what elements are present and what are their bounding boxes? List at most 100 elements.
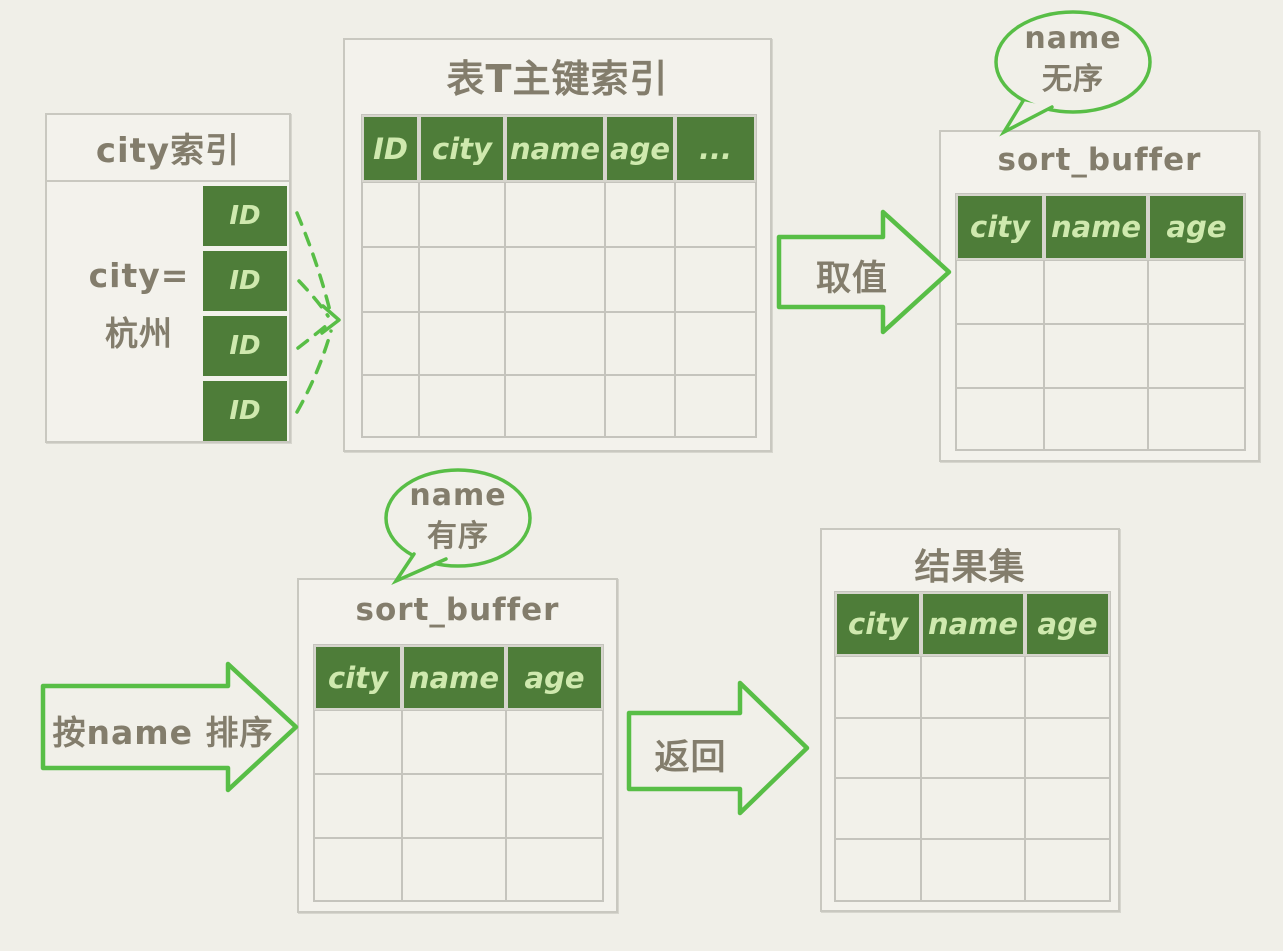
column-header-name: name	[921, 592, 1025, 656]
id-cell: ID	[203, 381, 287, 441]
empty-cell	[419, 247, 505, 312]
column-header-age: age	[506, 645, 603, 710]
empty-cell	[314, 774, 402, 838]
column-header-age: age	[1148, 194, 1245, 260]
empty-cell	[505, 247, 605, 312]
result-set-title: 结果集	[914, 547, 1026, 588]
dashed-connector-arrowhead	[320, 304, 341, 335]
dashed-connector	[297, 279, 330, 318]
primary-index-box: 表T主键索引 ID city name age ...	[343, 38, 772, 452]
empty-cell	[314, 838, 402, 901]
sort-arrow-label: 按name 排序	[52, 713, 274, 752]
bubble-line1: name	[409, 478, 507, 513]
empty-cell	[505, 375, 605, 437]
empty-cell	[605, 312, 675, 375]
empty-cell	[675, 312, 756, 375]
result-set-table: city name age	[834, 591, 1111, 902]
empty-cell	[402, 774, 506, 838]
empty-cell	[675, 375, 756, 437]
empty-cell	[362, 312, 419, 375]
empty-cell	[921, 718, 1025, 778]
bubble-tail	[999, 99, 1054, 137]
city-index-header: city索引	[47, 115, 289, 182]
empty-cell	[419, 375, 505, 437]
empty-cell	[314, 710, 402, 774]
city-condition-line1: city=	[88, 256, 190, 295]
column-header-city: city	[314, 645, 402, 710]
column-header-name: name	[1044, 194, 1148, 260]
id-cell: ID	[203, 186, 287, 246]
dashed-connector	[296, 323, 329, 350]
empty-cell	[605, 375, 675, 437]
empty-cell	[506, 710, 603, 774]
column-header-more: ...	[675, 115, 756, 182]
empty-cell	[1148, 324, 1245, 388]
column-header-city: city	[419, 115, 505, 182]
fetch-arrow-label: 取值	[815, 259, 888, 299]
empty-cell	[675, 182, 756, 247]
sort-buffer-top-box: sort_buffer city name age	[939, 130, 1260, 462]
empty-cell	[1044, 260, 1148, 324]
return-arrow-label: 返回	[654, 738, 727, 778]
empty-cell	[1025, 778, 1110, 839]
empty-cell	[1025, 656, 1110, 718]
empty-cell	[675, 247, 756, 312]
empty-cell	[506, 774, 603, 838]
empty-cell	[1148, 260, 1245, 324]
column-header-city: city	[835, 592, 921, 656]
sort-buffer-bottom-table: city name age	[313, 644, 604, 902]
empty-cell	[921, 839, 1025, 901]
empty-cell	[505, 312, 605, 375]
city-condition-line2: 杭州	[105, 313, 173, 353]
column-header-city: city	[956, 194, 1044, 260]
empty-cell	[362, 375, 419, 437]
bubble-line1: name	[1024, 21, 1122, 56]
empty-cell	[956, 388, 1044, 450]
empty-cell	[362, 247, 419, 312]
dashed-connector	[295, 211, 332, 313]
empty-cell	[956, 324, 1044, 388]
city-index-box: city索引 city= 杭州 ID ID ID ID	[45, 113, 291, 443]
column-header-id: ID	[362, 115, 419, 182]
bubble-name-ordered-text: name 有序	[385, 476, 531, 557]
empty-cell	[419, 312, 505, 375]
empty-cell	[1025, 718, 1110, 778]
primary-index-title: 表T主键索引	[446, 57, 669, 101]
empty-cell	[419, 182, 505, 247]
empty-cell	[835, 656, 921, 718]
sort-buffer-top-table: city name age	[955, 193, 1246, 451]
sort-buffer-top-title: sort_buffer	[997, 142, 1202, 178]
column-header-age: age	[605, 115, 675, 182]
empty-cell	[1148, 388, 1245, 450]
bubble-tail	[391, 552, 448, 586]
primary-index-table: ID city name age ...	[361, 114, 757, 438]
id-lookup-dashed-connectors	[295, 211, 333, 414]
sort-buffer-bottom-box: sort_buffer city name age	[297, 578, 618, 913]
bubble-line2: 有序	[427, 518, 489, 554]
empty-cell	[605, 182, 675, 247]
empty-cell	[1044, 324, 1148, 388]
dashed-connector	[295, 329, 333, 414]
id-cell: ID	[203, 251, 287, 311]
empty-cell	[505, 182, 605, 247]
empty-cell	[921, 778, 1025, 839]
bubble-line2: 无序	[1042, 61, 1104, 97]
empty-cell	[1044, 388, 1148, 450]
id-cell: ID	[203, 316, 287, 376]
empty-cell	[605, 247, 675, 312]
empty-cell	[835, 718, 921, 778]
empty-cell	[402, 710, 506, 774]
column-header-name: name	[402, 645, 506, 710]
empty-cell	[402, 838, 506, 901]
empty-cell	[956, 260, 1044, 324]
city-index-title: city索引	[95, 131, 241, 171]
empty-cell	[835, 778, 921, 839]
empty-cell	[506, 838, 603, 901]
id-column: ID ID ID ID	[203, 186, 287, 441]
sort-buffer-bottom-title: sort_buffer	[355, 592, 560, 628]
empty-cell	[1025, 839, 1110, 901]
result-set-box: 结果集 city name age	[820, 528, 1120, 912]
empty-cell	[835, 839, 921, 901]
city-condition-text: city= 杭州	[61, 247, 217, 363]
